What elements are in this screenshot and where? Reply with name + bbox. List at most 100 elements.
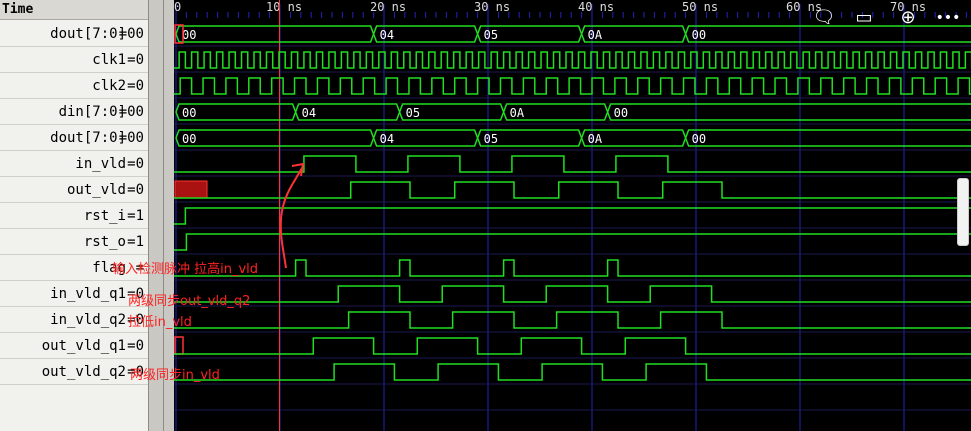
signal-row[interactable]: out_vld=0	[0, 177, 148, 203]
signal-value: =0	[127, 182, 144, 198]
signal-name: dout[7:0]	[50, 26, 126, 42]
bus-value: 05	[406, 106, 420, 120]
signal-name: in_vld	[75, 156, 126, 172]
signal-waveform	[174, 285, 971, 303]
bus-value: 04	[302, 106, 316, 120]
bus-value: 0A	[588, 28, 603, 42]
signal-row[interactable]: out_vld_q1=0	[0, 333, 148, 359]
signal-row[interactable]: rst_o=1	[0, 229, 148, 255]
signal-row[interactable]: dout[7:0]=00	[0, 125, 148, 151]
download-icon[interactable]: ⊕	[900, 7, 916, 28]
pane-splitter[interactable]	[148, 0, 174, 431]
signal-waveform	[174, 77, 971, 95]
signal-row[interactable]: out_vld_q2=0	[0, 359, 148, 385]
signal-waveform	[174, 155, 971, 173]
bus-segment	[580, 25, 687, 43]
waveform-canvas[interactable]: 0 10 ns 20 ns 30 ns 40 ns 50 ns 60 ns 70 ns 00 04…	[174, 0, 971, 431]
bus-segment	[606, 103, 971, 121]
signal-value: =0	[127, 286, 144, 302]
signal-waveform	[174, 311, 971, 329]
bus-segment	[580, 129, 687, 147]
bus-value: 00	[692, 28, 706, 42]
bus-value: 0A	[588, 132, 603, 146]
signal-value: =0	[127, 338, 144, 354]
signal-row[interactable]: rst_i=1	[0, 203, 148, 229]
ruler-label: 10 ns	[266, 0, 302, 14]
signal-name: out_vld_q2	[41, 364, 126, 380]
bus-segment	[684, 129, 971, 147]
signal-waveform	[174, 181, 971, 199]
signal-waveform	[174, 337, 971, 355]
bus-value: 00	[182, 106, 196, 120]
signal-value: =1	[127, 234, 144, 250]
bus-segment	[175, 129, 375, 147]
signal-row[interactable]: clk2=0	[0, 73, 148, 99]
signal-name: clk1	[92, 52, 126, 68]
ruler-label: 70 ns	[890, 0, 926, 14]
annotation-out-vld-q2: 两级同步in_vld	[130, 368, 220, 383]
x-marker	[174, 24, 184, 44]
signal-value: =00	[118, 130, 144, 146]
text-icon[interactable]: ▭	[855, 7, 873, 28]
waveform-pane[interactable]: 0 10 ns 20 ns 30 ns 40 ns 50 ns 60 ns 70 ns 00 04…	[174, 0, 971, 431]
signal-name: din[7:0]	[58, 104, 126, 120]
ruler-label: 0	[174, 0, 181, 14]
signal-waveform	[174, 207, 971, 225]
bus-segment	[502, 103, 609, 121]
signal-row[interactable]: in_vld=0	[0, 151, 148, 177]
signal-waveform	[174, 363, 971, 381]
annotation-in-vld-q2: 拉低in_vld	[128, 315, 192, 330]
bus-value: 05	[484, 132, 498, 146]
signal-row[interactable]: in_vld_q1=0	[0, 281, 148, 307]
signal-value: =0	[127, 52, 144, 68]
signal-row[interactable]: dout[7:0]=00	[0, 21, 148, 47]
signal-name: in_vld_q1	[50, 286, 126, 302]
ruler-label: 20 ns	[370, 0, 406, 14]
signal-waveform	[174, 51, 971, 69]
bus-value: 05	[484, 28, 498, 42]
signal-value: =0	[127, 156, 144, 172]
ruler-label: 30 ns	[474, 0, 510, 14]
signal-row[interactable]: flag=	[0, 255, 148, 281]
floating-toolbar: 🗨 ▭ ⊕ •••	[810, 4, 971, 32]
ruler-label: 40 ns	[578, 0, 614, 14]
signal-waveform	[174, 259, 971, 277]
splitter-line	[163, 0, 164, 431]
out-vld-x-state	[174, 180, 208, 199]
signal-value: =1	[127, 208, 144, 224]
more-icon[interactable]: •••	[935, 10, 961, 26]
time-header: Time	[0, 0, 148, 20]
signal-value: =00	[118, 104, 144, 120]
ruler-label: 50 ns	[682, 0, 718, 14]
annotation-flag: 输入检测脉冲 拉高in_vld	[112, 262, 259, 277]
signal-name: rst_o	[83, 234, 126, 250]
signal-name: flag	[92, 260, 126, 276]
comment-icon[interactable]: 🗨	[812, 7, 836, 28]
bus-segment	[175, 25, 375, 43]
signal-value: =0	[127, 78, 144, 94]
signal-row[interactable]: din[7:0]=00	[0, 99, 148, 125]
signal-row[interactable]: in_vld_q2=0	[0, 307, 148, 333]
signal-name: out_vld_q1	[41, 338, 126, 354]
signal-waveform	[174, 233, 971, 251]
ruler-label: 60 ns	[786, 0, 822, 14]
annotation-in-vld-q1: 两级同步out_vld_q2	[128, 294, 251, 309]
bus-value: 00	[182, 132, 196, 146]
bus-value: 00	[614, 106, 628, 120]
signal-name: clk2	[92, 78, 126, 94]
signal-row[interactable]: clk1=0	[0, 47, 148, 73]
bus-segment	[684, 25, 971, 43]
bus-value: 04	[380, 132, 394, 146]
bus-value: 0A	[510, 106, 525, 120]
bus-value: 00	[182, 28, 196, 42]
signal-value: =00	[118, 26, 144, 42]
signal-value: =0	[127, 312, 144, 328]
signal-name: rst_i	[83, 208, 126, 224]
vertical-scrollbar[interactable]	[957, 178, 969, 246]
signal-value: =0	[127, 364, 144, 380]
signal-name: in_vld_q2	[50, 312, 126, 328]
annotation-arrow	[279, 167, 303, 269]
time-label: Time	[2, 2, 34, 17]
bus-value: 00	[692, 132, 706, 146]
